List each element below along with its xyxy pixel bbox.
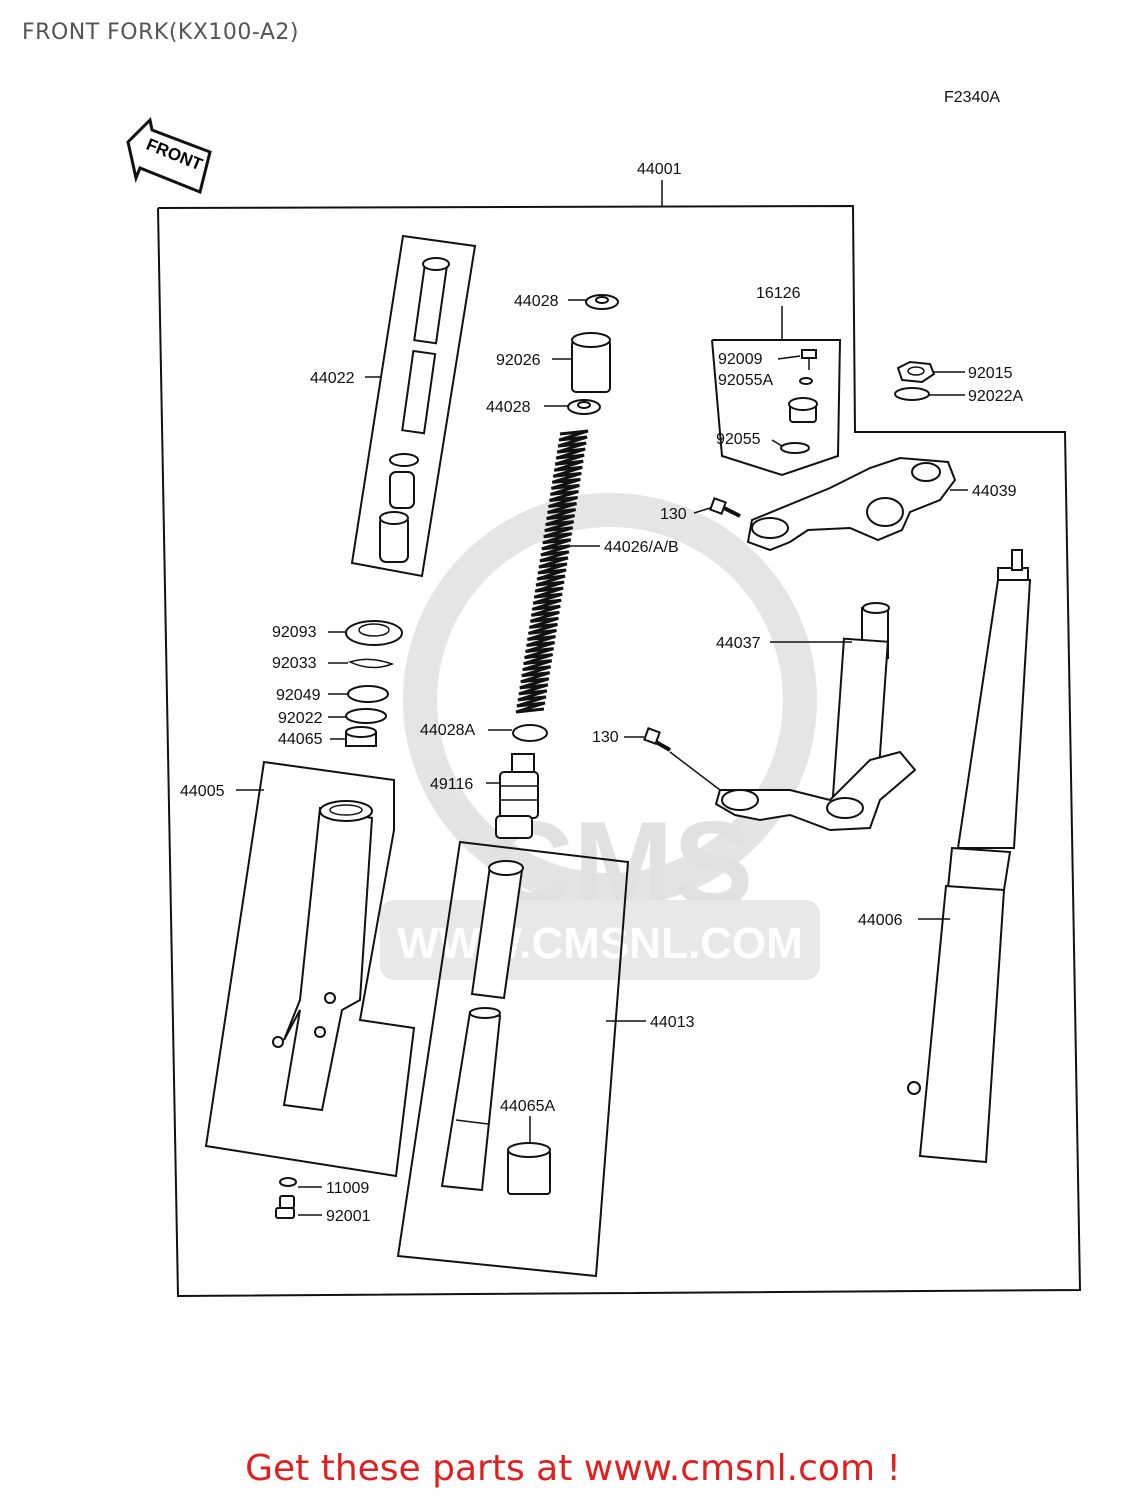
label-44028-top: 44028 — [514, 293, 559, 310]
part-130-bottom-bolt — [643, 727, 671, 752]
part-44005-outer-tube — [272, 800, 374, 1112]
part-44005-group-frame — [204, 760, 416, 1178]
label-44001: 44001 — [637, 161, 682, 178]
part-44026-spring — [515, 429, 589, 714]
label-92001: 92001 — [326, 1208, 371, 1225]
part-44028A — [512, 724, 548, 742]
front-arrow-icon: FRONT — [126, 116, 212, 195]
label-44037: 44037 — [716, 635, 761, 652]
label-44026: 44026/A/B — [604, 539, 679, 556]
part-44037-stem-bracket — [714, 602, 917, 832]
label-92022: 92022 — [278, 710, 323, 727]
part-92015-nut — [896, 360, 936, 384]
part-92026 — [571, 332, 611, 393]
part-16126-group-frame — [711, 339, 842, 477]
part-92009-bolt — [801, 349, 817, 370]
leader-130-top — [693, 507, 711, 514]
part-92055 — [780, 442, 810, 454]
part-44065A-bushing — [507, 1142, 551, 1195]
part-44022-group — [350, 234, 477, 578]
page-title: FRONT FORK(KX100-A2) — [22, 20, 299, 45]
part-92049-oil-seal — [347, 685, 389, 703]
assembly-frame-44001 — [157, 204, 1082, 1298]
part-92001-bolt — [275, 1195, 295, 1219]
label-44028-mid: 44028 — [486, 399, 531, 416]
label-44013: 44013 — [650, 1014, 695, 1031]
label-130-bottom: 130 — [592, 729, 619, 746]
part-44013-inner-tube — [440, 860, 524, 1192]
label-92093: 92093 — [272, 624, 317, 641]
label-92033: 92033 — [272, 655, 317, 672]
label-11009: 11009 — [326, 1180, 369, 1197]
label-130-top: 130 — [660, 506, 687, 523]
part-92022A-washer — [894, 387, 930, 401]
label-44039: 44039 — [972, 483, 1017, 500]
part-44028-mid — [567, 399, 601, 415]
part-92022-washer — [345, 708, 387, 724]
part-92055A — [799, 377, 813, 385]
part-11009-gasket — [279, 1177, 297, 1187]
label-92049: 92049 — [276, 687, 321, 704]
label-44065A: 44065A — [500, 1098, 555, 1115]
label-49116: 49116 — [430, 776, 473, 793]
part-filler-cap — [788, 397, 818, 423]
label-16126: 16126 — [756, 285, 801, 302]
watermark-url: WWW.CMSNL.COM — [397, 919, 803, 968]
label-92009: 92009 — [718, 351, 763, 368]
label-92055: 92055 — [716, 431, 761, 448]
label-92026: 92026 — [496, 352, 541, 369]
part-44028-top — [585, 294, 619, 310]
leader-130-bottom-to-bracket — [669, 751, 721, 791]
label-44065: 44065 — [278, 731, 323, 748]
label-44028A: 44028A — [420, 722, 475, 739]
label-44006: 44006 — [858, 912, 903, 929]
label-44022: 44022 — [310, 370, 355, 387]
label-44005: 44005 — [180, 783, 225, 800]
label-92055A: 92055A — [718, 372, 773, 389]
figure-code: F2340A — [944, 89, 1000, 106]
part-92033-clip — [347, 658, 395, 669]
label-92015: 92015 — [968, 365, 1013, 382]
part-44006-fork-leg — [907, 549, 1032, 1164]
parts-diagram: CMS WWW.CMSNL.COM F2340A FRONT 44001 440… — [126, 89, 1082, 1298]
leader-92055 — [771, 439, 783, 447]
footer-parts-link[interactable]: Get these parts at www.cmsnl.com ! — [245, 1448, 901, 1489]
part-44065-bushing — [345, 726, 377, 747]
part-49116-damper — [495, 753, 539, 839]
part-44039-upper-bracket — [746, 456, 957, 552]
leader-92009 — [777, 355, 801, 360]
watermark-ring — [403, 493, 817, 907]
part-130-top-bolt — [709, 497, 741, 518]
part-92093-dust-seal — [345, 620, 403, 646]
label-92022A: 92022A — [968, 388, 1023, 405]
part-44013-group-frame — [396, 840, 630, 1278]
